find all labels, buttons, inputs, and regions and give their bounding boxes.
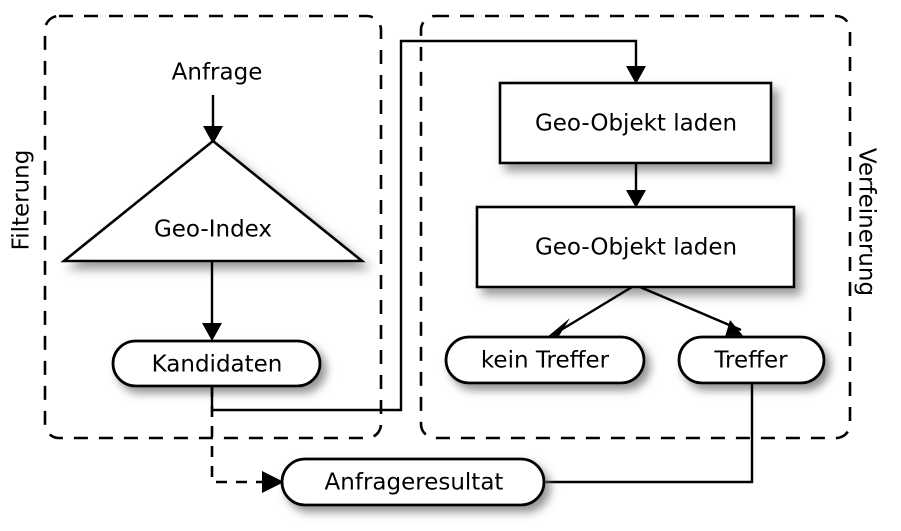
edge-geo-objekt-laden-1-to-2 <box>626 163 646 208</box>
edge-geo-index-to-kandidaten <box>202 261 222 341</box>
node-kandidaten[interactable]: Kandidaten <box>111 339 322 388</box>
node-geo-objekt-laden-2-label: Geo-Objekt laden <box>535 235 737 261</box>
group-verfeinerung-boundary <box>419 14 852 440</box>
node-geo-objekt-laden-2[interactable]: Geo-Objekt laden <box>475 205 796 289</box>
node-treffer-label: Treffer <box>713 348 788 374</box>
edge-geo-objekt-laden-2-to-kein-treffer <box>546 285 633 338</box>
node-anfrageresultat-label: Anfrageresultat <box>325 470 504 496</box>
node-kein-treffer[interactable]: kein Treffer <box>444 335 646 385</box>
node-kandidaten-label: Kandidaten <box>152 352 283 378</box>
node-geo-objekt-laden-2-shape <box>475 205 796 289</box>
edge-anfrage-to-geo-index <box>203 95 223 144</box>
node-kein-treffer-shape <box>444 335 646 385</box>
arrowhead-icon <box>202 323 222 341</box>
node-anfrageresultat[interactable]: Anfrageresultat <box>280 457 546 507</box>
group-filterung: Filterung <box>9 14 383 440</box>
node-geo-objekt-laden-1[interactable]: Geo-Objekt laden <box>498 81 773 165</box>
group-verfeinerung-label: Verfeinerung <box>854 148 880 296</box>
edge-line-dashed <box>210 386 264 484</box>
node-kein-treffer-label: kein Treffer <box>481 348 610 374</box>
edge-line <box>560 285 633 332</box>
edge-kandidaten-to-anfrageresultat <box>210 386 284 493</box>
node-geo-index[interactable]: Geo-Index <box>60 139 366 263</box>
node-kandidaten-shape <box>111 339 322 388</box>
edge-treffer-to-anfrageresultat <box>545 383 754 484</box>
arrowhead-icon <box>725 320 744 337</box>
node-geo-objekt-laden-1-shape <box>498 81 773 165</box>
node-geo-index-shape <box>60 139 366 263</box>
edge-line <box>545 383 754 484</box>
edge-line <box>639 285 742 332</box>
arrowhead-icon <box>546 318 570 338</box>
group-filterung-boundary <box>43 14 383 440</box>
edge-geo-objekt-laden-2-to-treffer <box>639 285 744 337</box>
arrowhead-icon <box>203 126 223 144</box>
group-filterung-label: Filterung <box>9 150 35 251</box>
arrowhead-icon <box>262 471 284 493</box>
arrowhead-icon <box>626 66 646 84</box>
node-anfrageresultat-shape <box>280 457 546 507</box>
arrowhead-icon <box>626 190 646 208</box>
node-geo-index-label: Geo-Index <box>154 217 272 243</box>
node-geo-objekt-laden-1-label: Geo-Objekt laden <box>535 111 737 137</box>
node-treffer[interactable]: Treffer <box>677 335 826 385</box>
node-anfrage-label: Anfrage <box>172 60 263 86</box>
group-verfeinerung: Verfeinerung <box>419 14 880 440</box>
